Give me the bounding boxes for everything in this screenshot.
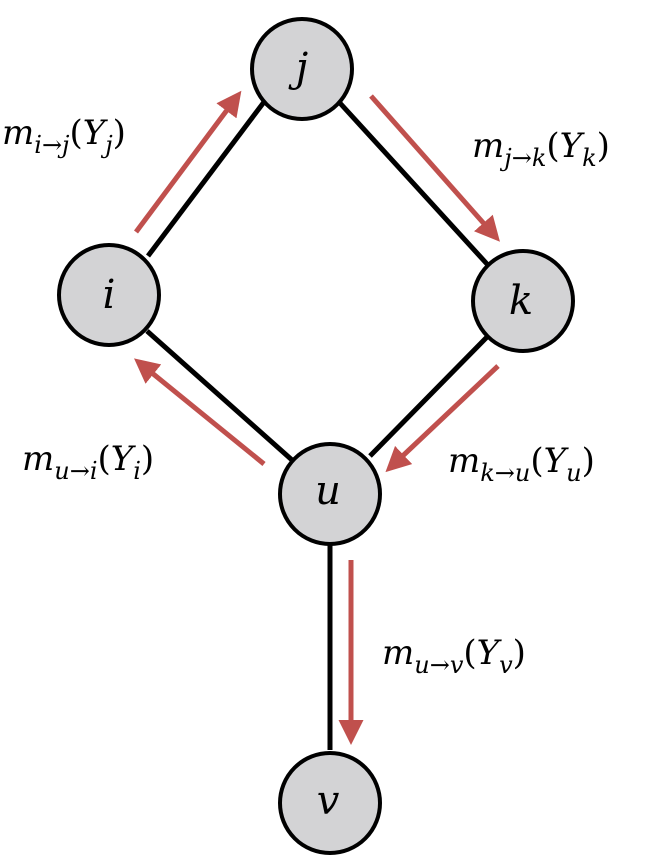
- message-arrow-j-to-k: [369, 94, 500, 242]
- message-label-i-to-j: mi→j(Yj): [2, 113, 126, 159]
- node-i-label: i: [103, 272, 116, 318]
- node-u-circle: [278, 442, 382, 546]
- edge-k-u: [368, 335, 489, 458]
- node-i: i: [57, 243, 161, 347]
- message-label-j-to-k: mj→k(Yk): [472, 126, 610, 172]
- node-i-circle: [57, 243, 161, 347]
- message-label-u-to-i: mu→i(Yi): [22, 439, 154, 485]
- node-j-circle: [250, 17, 354, 121]
- message-label-u-to-v: mu→v(Yv): [382, 633, 526, 679]
- node-v: v: [278, 751, 382, 855]
- node-u-label: u: [315, 468, 341, 514]
- node-k-label: k: [509, 278, 533, 324]
- edges: [145, 100, 489, 750]
- edge-i-j: [146, 100, 266, 258]
- edge-j-k: [337, 100, 489, 266]
- message-arrow-i-to-j: [133, 90, 242, 234]
- node-k: k: [471, 249, 575, 353]
- edge-i-u: [145, 329, 294, 462]
- message-arrow-u-to-i: [134, 358, 266, 466]
- node-u: u: [278, 442, 382, 546]
- node-j: j: [250, 17, 354, 121]
- node-k-circle: [471, 249, 575, 353]
- node-v-circle: [278, 751, 382, 855]
- message-label-k-to-u: mk→u(Yu): [448, 441, 595, 487]
- message-arrows: [133, 90, 500, 745]
- node-v-label: v: [317, 778, 340, 824]
- message-arrow-k-to-u: [385, 364, 500, 473]
